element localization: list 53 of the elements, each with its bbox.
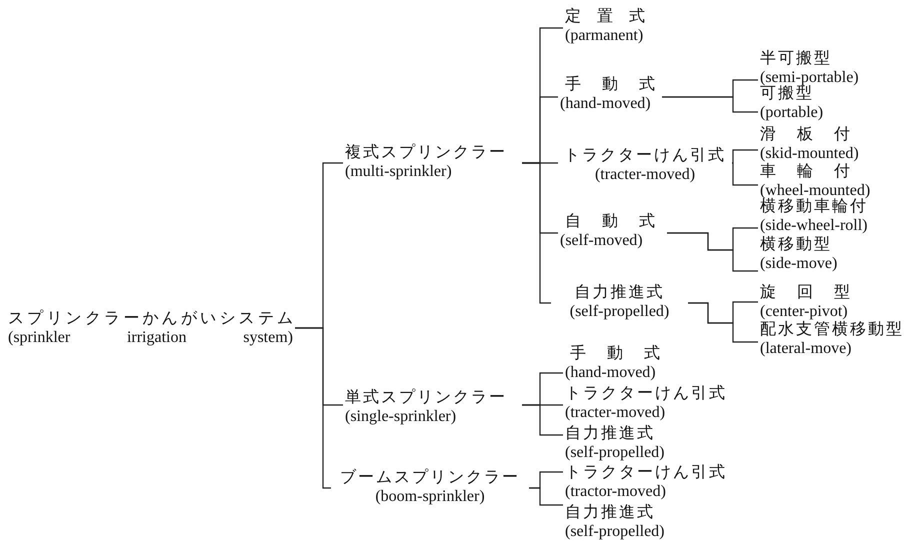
japanese-term: 自力推進式 (565, 503, 656, 522)
connector-line (688, 302, 758, 343)
connector-line (732, 149, 758, 164)
connector-line (529, 487, 563, 506)
japanese-term: 複式スプリンクラー (345, 143, 508, 162)
english-term: (self-propelled) (568, 302, 670, 321)
english-term: (parmanent) (565, 26, 644, 45)
japanese-term: スプリンクラーかんがいシステム (8, 309, 293, 328)
english-term: (lateral-move) (760, 339, 852, 358)
english-term: (boom-sprinkler) (374, 487, 486, 506)
english-term: (multi-sprinkler) (345, 162, 453, 181)
english-term: (sprinkler irrigation system) (8, 328, 293, 347)
connector-line (732, 162, 758, 186)
english-term: (side-wheel-roll) (760, 216, 869, 235)
english-term: (tracter-moved) (565, 403, 666, 422)
japanese-term: 可搬型 (760, 85, 814, 103)
japanese-term: 横移動型 (760, 235, 833, 254)
japanese-term: 車輪付 (760, 162, 850, 181)
english-term: (semi-portable) (760, 68, 860, 86)
english-term: (self-propelled) (565, 443, 666, 462)
english-term: (tracter-moved) (594, 165, 696, 184)
japanese-term: 自動式 (565, 212, 655, 231)
connector-line (667, 232, 758, 272)
japanese-term: 配水支管横移動型 (760, 320, 905, 339)
japanese-term: 手動式 (570, 344, 660, 363)
japanese-term: 単式スプリンクラー (345, 388, 508, 407)
japanese-term: トラクターけん引式 (565, 463, 728, 482)
japanese-term: ブームスプリンクラー (339, 468, 521, 487)
english-term: (hand-moved) (565, 363, 656, 382)
japanese-term: 半可搬型 (760, 49, 833, 68)
japanese-term: トラクターけん引式 (565, 384, 728, 403)
japanese-term: 横移動車輪付 (760, 198, 868, 216)
english-term: (wheel-mounted) (760, 181, 870, 199)
japanese-term: 手動式 (565, 75, 655, 94)
english-term: (center-pivot) (760, 302, 848, 320)
english-term: (single-sprinkler) (345, 407, 458, 426)
japanese-term: トラクターけん引式 (563, 146, 727, 165)
english-term: (skid-mounted) (760, 144, 859, 162)
english-term: (tractor-moved) (565, 482, 667, 501)
connector-line (522, 162, 551, 304)
japanese-term: 滑板付 (760, 125, 850, 144)
english-term: (side-move) (760, 254, 838, 273)
connector-line (295, 327, 331, 489)
japanese-term: 旋回型 (760, 283, 850, 302)
english-term: (self-propelled) (565, 522, 666, 541)
connector-line (522, 404, 563, 436)
english-term: (hand-moved) (560, 94, 651, 113)
connector-line (662, 96, 758, 113)
english-term: (portable) (760, 103, 824, 122)
japanese-term: 定置式 (565, 7, 645, 26)
japanese-term: 自力推進式 (574, 283, 666, 302)
japanese-term: 自力推進式 (565, 424, 656, 443)
english-term: (self-moved) (560, 231, 643, 250)
